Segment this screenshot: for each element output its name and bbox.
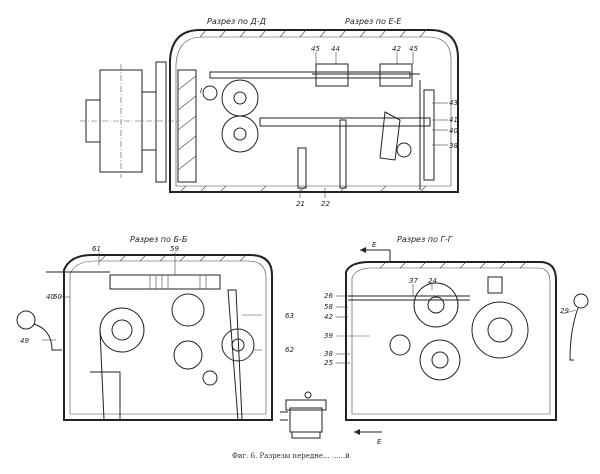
section-title-dd: Разрез по Д-Д [207, 17, 266, 26]
label-42: 42 [392, 45, 401, 53]
section-title-ee: Разрез по Е-Е [345, 17, 402, 26]
label-38-gg: 38 [324, 350, 333, 358]
label-29: 29 [560, 307, 569, 315]
flange [155, 61, 167, 183]
handle-knob [16, 310, 36, 330]
gear-lower [221, 115, 259, 153]
label-63: 63 [285, 312, 294, 320]
housing-gg [345, 261, 557, 421]
label-60-prefix: 40 [46, 293, 55, 301]
pump-detail [280, 391, 327, 439]
label-37: 37 [409, 277, 418, 285]
label-49: 49 [20, 337, 29, 345]
fork-block-42 [379, 63, 413, 87]
section-title-gg: Разрез по Г-Г [397, 235, 453, 244]
label-45a: 45 [311, 45, 320, 53]
shaft-middle [259, 117, 431, 127]
label-22: 22 [321, 200, 330, 208]
label-25: 25 [324, 359, 333, 367]
label-61: 61 [92, 245, 101, 253]
label-21: 21 [296, 200, 305, 208]
label-41: 41 [449, 116, 458, 124]
label-38: 38 [449, 142, 458, 150]
label-44: 44 [331, 45, 340, 53]
housing-outline [169, 29, 459, 193]
label-42-gg: 42 [324, 313, 333, 321]
shaft-upper [209, 71, 411, 79]
gear-bb-left [99, 307, 145, 353]
gear-24 [413, 282, 459, 328]
label-58: 58 [324, 303, 333, 311]
housing-bb [63, 254, 273, 421]
top-section-view [80, 29, 459, 198]
label-26: 26 [324, 292, 333, 300]
label-43: 43 [449, 99, 458, 107]
label-60: 60 [53, 293, 62, 301]
label-39: 39 [324, 332, 333, 340]
handle-29-knob [573, 293, 589, 309]
gear-main-gg [471, 301, 529, 359]
right-section-view [336, 247, 589, 435]
arrow-label-e-bottom: E [377, 438, 382, 446]
arrow-label-e-top: E [372, 241, 377, 249]
shaft-59 [109, 274, 221, 290]
left-section-view [16, 252, 273, 421]
gear-upper [221, 79, 259, 117]
label-62: 62 [285, 346, 294, 354]
label-45b: 45 [409, 45, 418, 53]
label-I: I [200, 87, 202, 95]
label-40: 40 [449, 127, 458, 135]
fork-block-44 [315, 63, 349, 87]
label-24: 24 [428, 277, 437, 285]
figure-caption: Фиг. 6. Разрезы передне... ......й [232, 452, 350, 460]
label-59: 59 [170, 245, 179, 253]
section-title-bb: Разрез по Б-Б [130, 235, 188, 244]
